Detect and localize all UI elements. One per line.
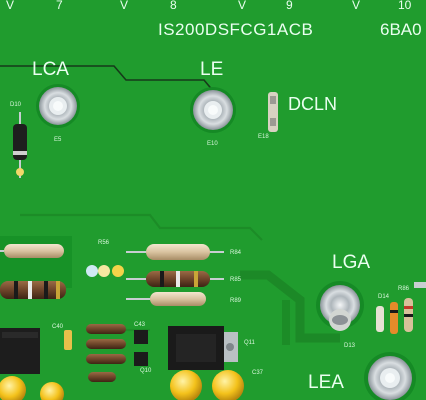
dcln-jumper	[268, 92, 278, 132]
diode-d10	[13, 112, 27, 178]
right-components	[376, 282, 426, 334]
resistor-bank	[0, 236, 72, 299]
cap-ref-2: C43	[134, 322, 146, 328]
resistor-ref-1: R56	[98, 240, 110, 246]
le-pad-ref: E10	[207, 141, 218, 147]
col-mark-1: V	[6, 0, 14, 12]
col-mark-2: 7	[56, 0, 63, 12]
transistor-ref-1: Q10	[140, 368, 152, 374]
col-mark-4: 8	[170, 0, 177, 12]
col-mark-7: V	[352, 0, 360, 12]
transistor-ref-4: D14	[378, 294, 390, 300]
col-mark-3: V	[120, 0, 128, 12]
transistor-ref-2: Q11	[244, 340, 256, 346]
lower-left-circuit	[0, 324, 238, 382]
lea-test-pad	[364, 352, 416, 400]
diode-ref-2: E5	[54, 137, 62, 143]
transistor-ref-3: D13	[344, 343, 356, 349]
label-dcln: DCLN	[288, 94, 337, 114]
cap-ref-1: C40	[52, 324, 64, 330]
led-cluster	[86, 265, 124, 277]
label-lea: LEA	[308, 372, 344, 393]
part-number: IS200DSFCG1ACB	[158, 20, 313, 39]
mid-resistors	[126, 244, 224, 306]
label-le: LE	[200, 59, 223, 80]
col-mark-5: V	[238, 0, 246, 12]
yellow-capacitors	[0, 370, 244, 400]
part-suffix: 6BA0	[380, 20, 422, 39]
diode-ref: D10	[10, 102, 22, 108]
col-mark-8: 10	[398, 0, 412, 12]
dcln-ref: E18	[258, 134, 269, 140]
label-lga: LGA	[332, 252, 370, 273]
lga-test-pad	[316, 281, 364, 331]
col-mark-6: 9	[286, 0, 293, 12]
label-lca: LCA	[32, 59, 69, 80]
lca-test-pad	[36, 84, 80, 128]
cap-ref-3: C37	[252, 370, 264, 376]
le-test-pad	[190, 87, 236, 133]
resistor-ref-5: R86	[398, 286, 410, 292]
column-markings: V 7 V 8 V 9 V 10	[6, 0, 412, 12]
resistor-ref-2: R84	[230, 250, 242, 256]
resistor-ref-3: R85	[230, 277, 242, 283]
resistor-ref-4: R89	[230, 298, 242, 304]
